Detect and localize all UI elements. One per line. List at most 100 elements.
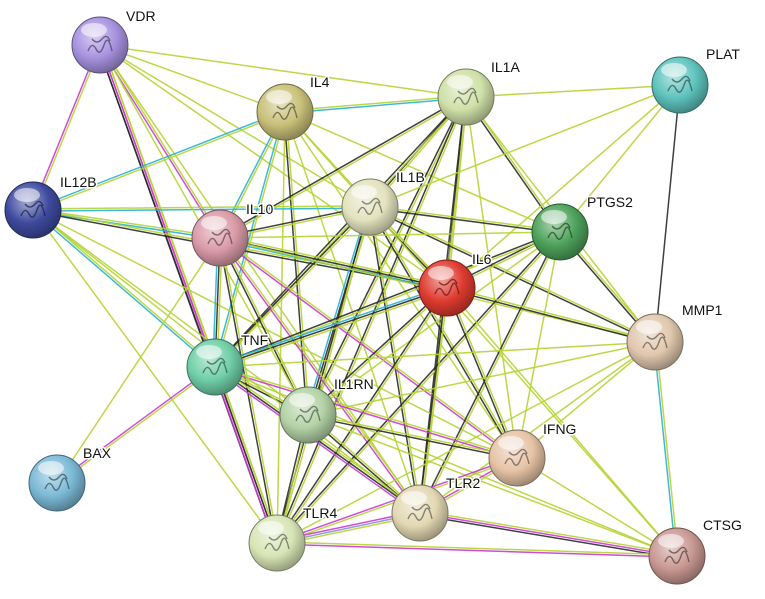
edge-line-textmining	[277, 541, 678, 556]
node-sphere[interactable]	[648, 527, 706, 585]
edge-line-experiments	[212, 367, 276, 544]
node-ifng[interactable]: IFNG	[488, 420, 578, 487]
edge-line-textmining	[465, 96, 518, 459]
edge-line-coexpression	[275, 96, 466, 543]
edge-line-textmining	[220, 237, 279, 543]
protein-structure-icon	[357, 197, 383, 215]
edge-line-textmining	[307, 414, 678, 557]
edge-line-textmining	[307, 341, 656, 416]
edge-line-coexpression	[214, 230, 560, 367]
edge-line-textmining	[220, 237, 310, 415]
edge-il4-ptgs2	[284, 111, 561, 233]
node-sphere[interactable]	[28, 454, 86, 512]
edge-line-database	[33, 207, 371, 212]
edge-line-coexpression	[307, 415, 517, 460]
edge-il12b-il1b	[32, 205, 371, 212]
node-sphere[interactable]	[626, 313, 684, 371]
protein-structure-icon	[453, 87, 479, 105]
edge-line-textmining	[277, 97, 468, 544]
edge-line-textmining	[369, 84, 681, 208]
node-sphere[interactable]	[488, 429, 546, 487]
protein-structure-icon	[407, 503, 433, 521]
edge-vdr-il1b	[99, 44, 371, 208]
edge-line-textmining	[277, 207, 372, 544]
edge-line-textmining	[33, 208, 221, 238]
edge-il4-ifng	[284, 111, 518, 459]
node-label-mmp1: MMP1	[682, 302, 723, 318]
edge-il1b-ptgs2	[369, 205, 561, 234]
node-sphere[interactable]	[191, 209, 249, 267]
edge-line-coexpression	[306, 286, 447, 415]
edge-vdr-il4	[99, 44, 286, 113]
edge-il4-il1rn	[283, 111, 310, 416]
edge-tlr4-ctsg	[276, 541, 678, 558]
edge-il1a-il10	[219, 95, 467, 240]
edge-il1b-ctsg	[369, 206, 678, 557]
node-sphere[interactable]	[437, 68, 495, 126]
node-il1b[interactable]: IL1B	[341, 168, 426, 236]
node-tlr4[interactable]: TLR4	[248, 504, 339, 572]
edge-line-textmining	[32, 205, 370, 210]
protein-structure-icon	[264, 533, 290, 551]
node-sphere[interactable]	[341, 178, 399, 236]
edge-line-textmining	[420, 288, 449, 514]
edge-line-experiments	[55, 365, 215, 483]
edge-plat-il6	[446, 84, 681, 289]
protein-structure-icon	[667, 75, 693, 93]
edge-line-coexpression	[283, 112, 308, 416]
edge-tnf-bax	[55, 365, 217, 485]
edge-ptgs2-il1rn	[307, 231, 561, 416]
node-label-il1a: IL1A	[491, 59, 520, 75]
node-plat[interactable]: PLAT	[651, 45, 742, 114]
edge-vdr-il1a	[99, 44, 467, 98]
protein-structure-icon	[207, 228, 233, 246]
node-label-il1b: IL1B	[396, 169, 425, 185]
edge-il6-ifng	[445, 287, 519, 459]
node-tnf[interactable]: TNF	[186, 331, 270, 396]
node-mmp1[interactable]: MMP1	[626, 301, 724, 371]
node-il4[interactable]: IL4	[256, 73, 331, 141]
node-il12b[interactable]: IL12B	[4, 173, 98, 239]
node-sphere[interactable]	[71, 16, 129, 74]
edge-line-textmining	[276, 341, 656, 544]
edge-bax-il10	[56, 237, 221, 484]
node-sphere[interactable]	[391, 484, 449, 542]
node-il1a[interactable]: IL1A	[437, 58, 522, 126]
node-sphere[interactable]	[279, 386, 337, 444]
node-label-il1rn: IL1RN	[334, 376, 374, 392]
node-sphere[interactable]	[531, 203, 589, 261]
node-vdr[interactable]: VDR	[71, 7, 157, 74]
edge-line-database	[32, 110, 285, 210]
node-label-ctsg: CTSG	[703, 517, 742, 533]
edge-line-textmining	[420, 510, 678, 555]
node-sphere[interactable]	[651, 56, 709, 114]
edge-line-textmining	[99, 44, 467, 98]
edge-il6-tlr2	[418, 287, 449, 514]
edge-line-textmining	[370, 206, 519, 458]
edge-line-textmining	[447, 286, 656, 342]
node-sphere[interactable]	[418, 259, 476, 317]
edge-il4-tlr4	[276, 111, 286, 544]
node-sphere[interactable]	[4, 181, 62, 239]
edge-il6-tlr4	[275, 286, 449, 545]
node-sphere[interactable]	[248, 514, 306, 572]
node-il6[interactable]: IL6	[418, 250, 493, 317]
node-il10[interactable]: IL10	[191, 200, 275, 267]
edge-il6-il1rn	[306, 286, 449, 417]
node-sphere[interactable]	[256, 83, 314, 141]
node-sphere[interactable]	[186, 338, 244, 396]
node-bax[interactable]: BAX	[28, 444, 113, 512]
edge-line-experiments	[276, 543, 677, 558]
node-label-il10: IL10	[246, 201, 273, 217]
edge-line-textmining	[220, 236, 422, 513]
edge-line-textmining	[284, 111, 518, 459]
edge-il1a-plat	[465, 84, 681, 98]
edge-line-coexpression	[446, 288, 655, 344]
edge-ptgs2-ifng	[516, 231, 561, 459]
edge-line-database	[305, 206, 369, 415]
node-label-tlr4: TLR4	[303, 505, 337, 521]
protein-structure-icon	[87, 35, 113, 53]
edge-line-database	[214, 285, 447, 366]
protein-structure-icon	[44, 473, 70, 491]
node-ctsg[interactable]: CTSG	[648, 516, 743, 585]
